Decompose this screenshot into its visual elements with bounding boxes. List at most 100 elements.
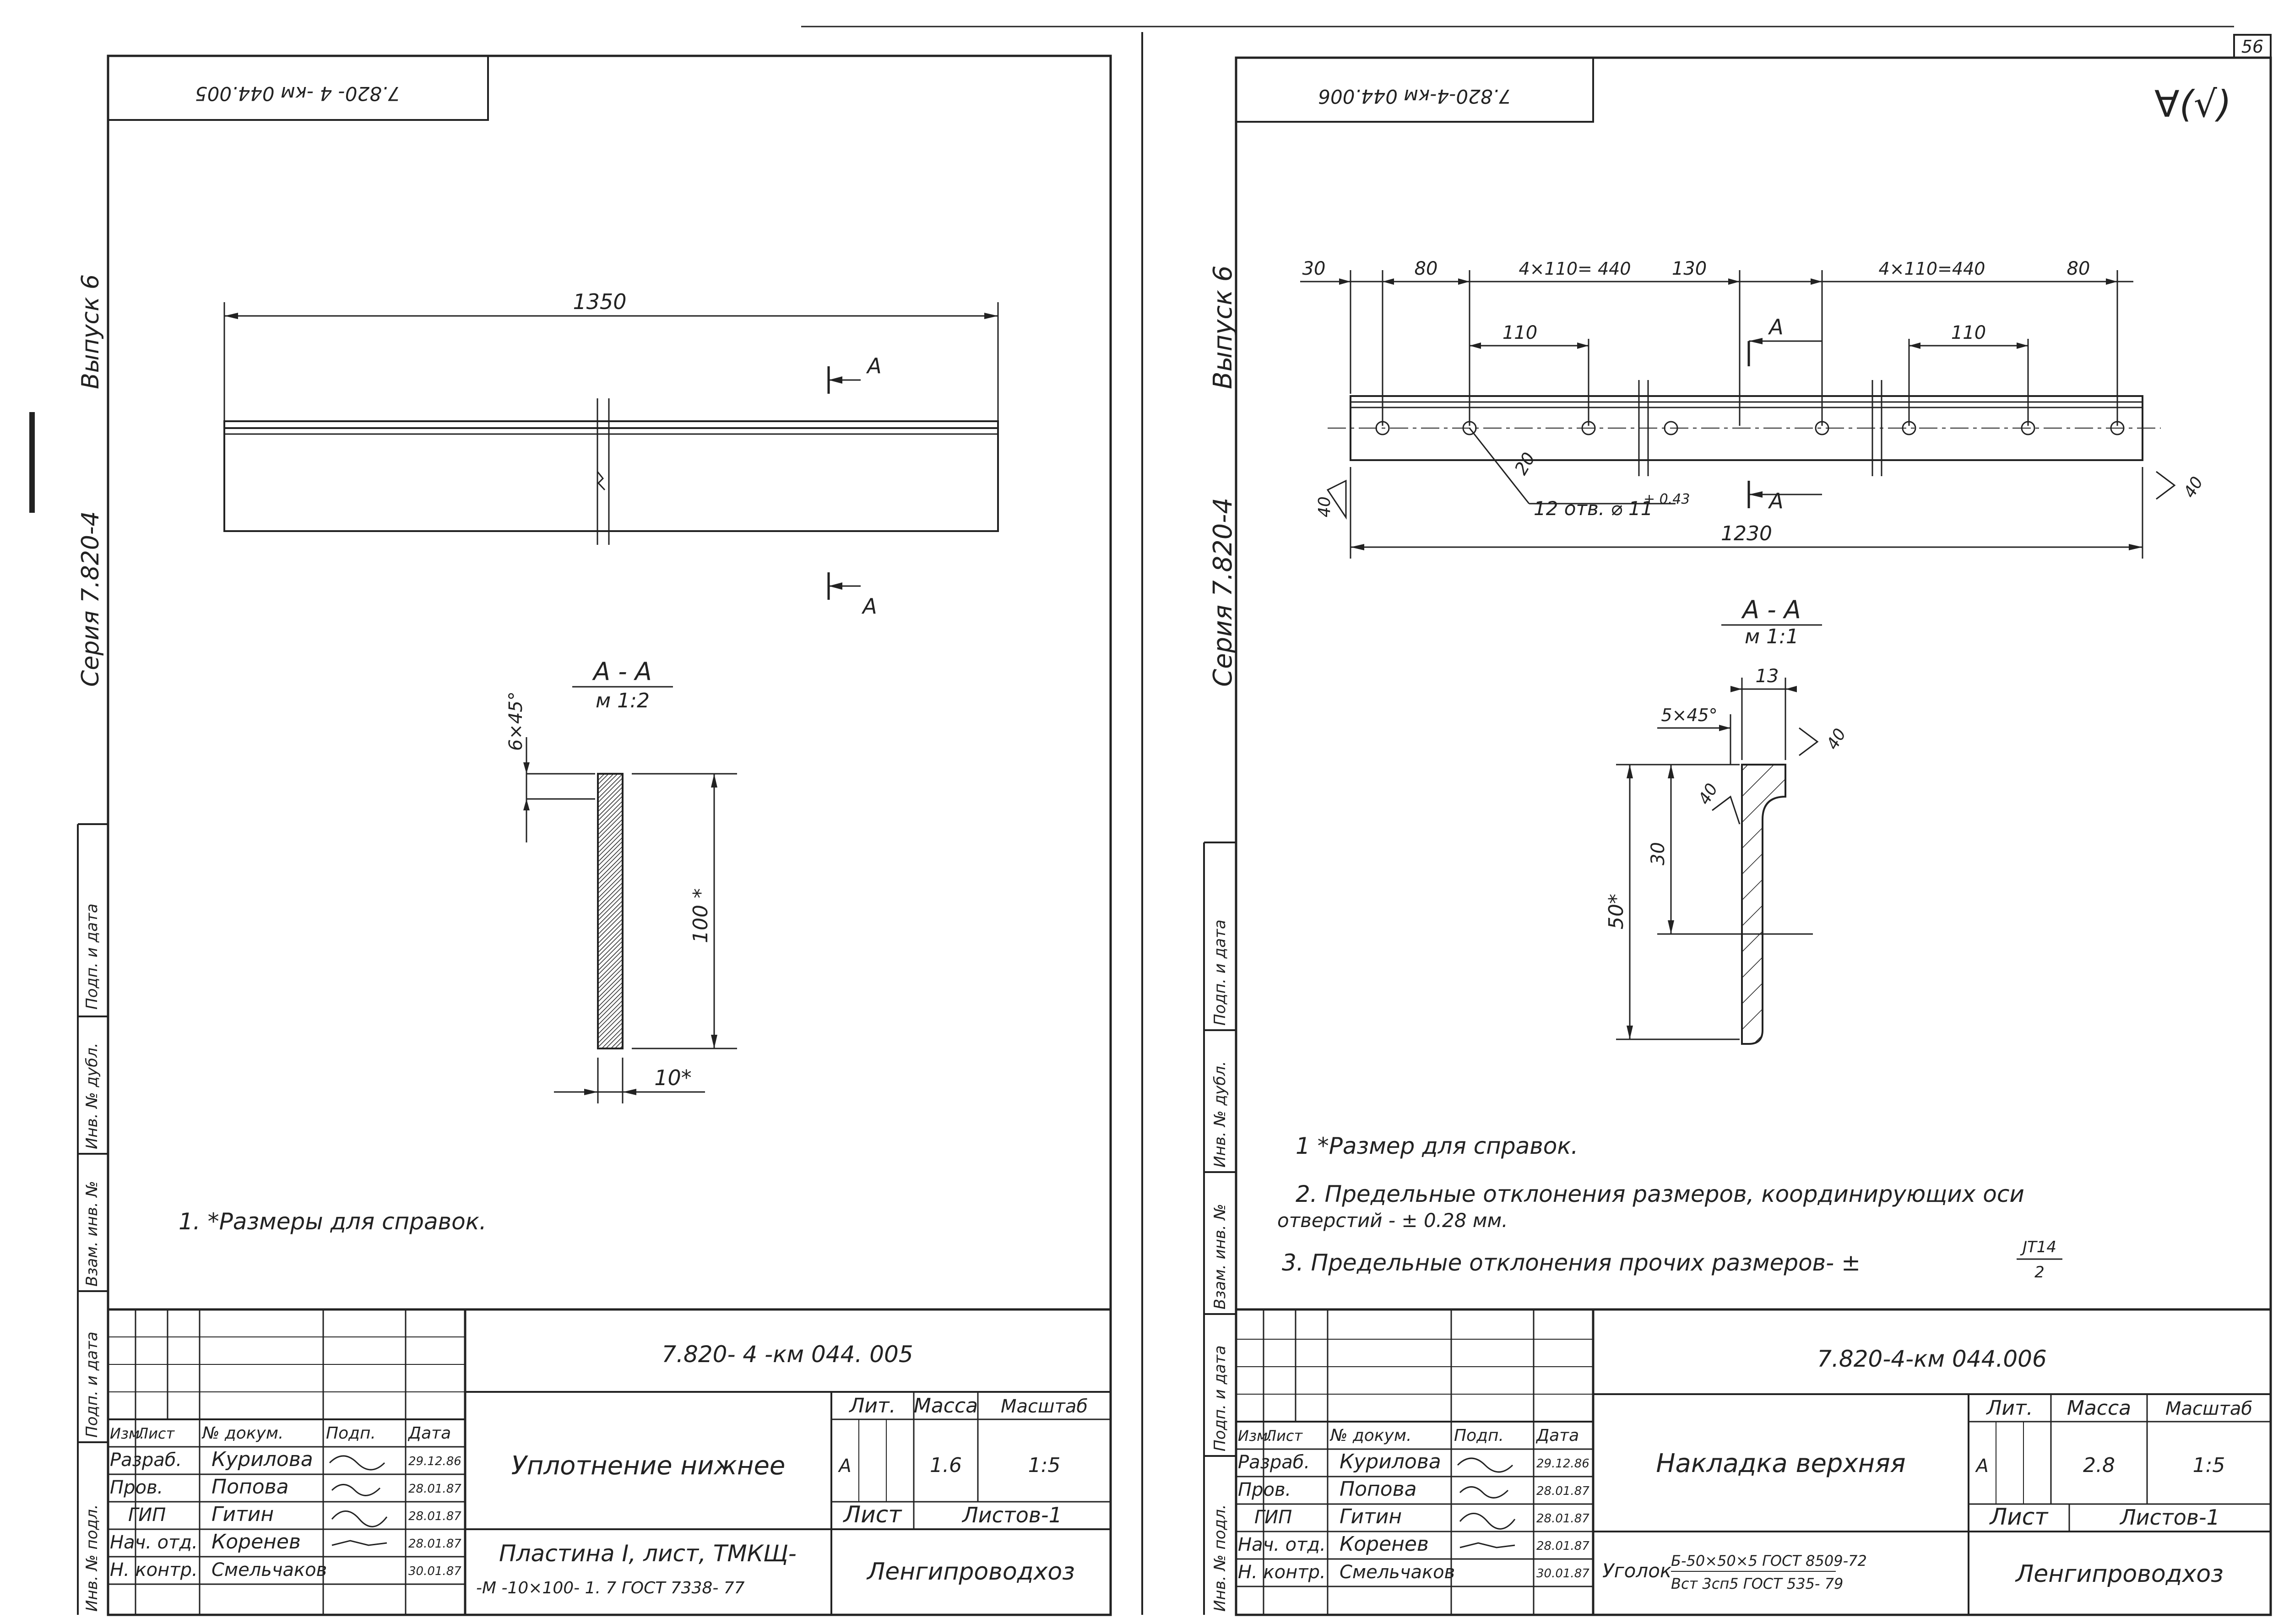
right-plan-view: 30 80 4×110= 440 130 4×110=440 80 110 11…: [1300, 258, 2207, 559]
left-scale: 1:5: [1028, 1454, 1061, 1477]
left-title-name: Уплотнение нижнее: [511, 1451, 786, 1481]
dim-110a: 110: [1502, 322, 1537, 343]
right-date-3: 28.01.87: [1536, 1512, 1589, 1526]
dim-440b: 4×110=440: [1879, 259, 1985, 279]
dim-80b: 80: [2067, 258, 2090, 279]
left-date-4: 28.01.87: [408, 1537, 461, 1551]
left-sheet-label: Лист: [843, 1501, 903, 1528]
right-scale-label: Масштаб: [2165, 1398, 2252, 1419]
right-name-5: Смельчаков: [1340, 1562, 1455, 1583]
left-material-1: Пластина I, лист, ТМКЩ-: [499, 1540, 797, 1567]
dim-30: 30: [1302, 258, 1326, 279]
right-material-1: Б-50×50×5 ГОСТ 8509-72: [1671, 1552, 1867, 1570]
left-title-block: Изм. Лист № докум. Подп. Дата Разраб. Пр…: [108, 1308, 1111, 1615]
dim-40b: 40: [2180, 473, 2207, 501]
right-col-doc: № докум.: [1329, 1426, 1411, 1445]
left-section-title: А - А: [592, 657, 652, 686]
right-note-3-frac-bottom: 2: [2034, 1263, 2045, 1282]
right-sidebar: Подп. и дата Инв. № дубл. Взам. инв. № П…: [1203, 842, 1236, 1615]
right-col-izm: Изм.: [1238, 1427, 1272, 1445]
right-lit-value: А: [1974, 1456, 1988, 1477]
left-scale-label: Масштаб: [1001, 1396, 1088, 1417]
left-chamfer: 6×45°: [505, 691, 526, 751]
right-corner-mark: ∀(√): [2154, 83, 2231, 125]
right-sidebar-label-5: Инв. № подл.: [1211, 1504, 1229, 1612]
left-date-1: 29.12.86: [408, 1455, 461, 1468]
left-sheets-label: Листов-1: [961, 1503, 1062, 1527]
right-mass-label: Масса: [2067, 1396, 2131, 1420]
right-role-5: Н. контр.: [1238, 1562, 1326, 1583]
right-role-4: Нач. отд.: [1238, 1534, 1326, 1555]
dim-80a: 80: [1415, 258, 1438, 279]
left-role-3: ГИП: [128, 1505, 166, 1526]
right-frame: [1235, 56, 2272, 1616]
left-name-1: Курилова: [212, 1448, 313, 1471]
dim-440a: 4×110= 440: [1519, 259, 1631, 279]
right-col-date: Дата: [1535, 1426, 1579, 1445]
left-plan-view: 1350 А А: [223, 289, 999, 619]
dim-20: 20: [1511, 449, 1539, 478]
right-doc-code: 7.820-4-км 044.006: [1817, 1346, 2047, 1372]
dim-40a: 40: [1315, 496, 1334, 517]
left-section-view: А - А м 1:2 6×45° 100 * 10*: [505, 657, 737, 1103]
right-org: Ленгипроводхоз: [2015, 1560, 2224, 1588]
right-name-3: Гитин: [1340, 1505, 1402, 1528]
dim-110b: 110: [1951, 322, 1986, 343]
left-lit-label: Лит.: [848, 1394, 895, 1418]
left-name-3: Гитин: [212, 1503, 274, 1526]
right-material-2: Вст 3сп5 ГОСТ 535- 79: [1671, 1575, 1843, 1592]
left-signatures: [329, 1455, 388, 1546]
right-section-view: А - А м 1:1 13 5×45° 40 40 30: [1605, 595, 1850, 1045]
dim-50: 50*: [1605, 894, 1628, 929]
right-role-1: Разраб.: [1238, 1452, 1310, 1473]
right-date-2: 28.01.87: [1536, 1484, 1589, 1498]
dim-30-section: 30: [1648, 842, 1669, 865]
left-sidebar-label-4: Подп. и дата: [83, 1331, 101, 1438]
left-note-1: 1. *Размеры для справок.: [179, 1208, 487, 1235]
left-issue-label: Выпуск 6: [77, 274, 104, 389]
left-role-1: Разраб.: [110, 1450, 182, 1471]
right-date-1: 29.12.86: [1536, 1457, 1589, 1471]
left-date-5: 30.01.87: [408, 1564, 461, 1578]
right-chamfer: 5×45°: [1661, 705, 1717, 725]
left-sidebar-label-5: Инв. № подл.: [83, 1504, 101, 1612]
left-col-doc: № докум.: [201, 1424, 283, 1443]
right-note-1: 1 *Размер для справок.: [1296, 1133, 1578, 1159]
left-code-stamp-box: [107, 55, 489, 121]
right-note-3-frac-top: JT14: [2020, 1238, 2056, 1256]
left-material-2: -М -10×100- 1. 7 ГОСТ 7338- 77: [476, 1579, 745, 1597]
left-mass-label: Масса: [914, 1394, 978, 1418]
right-signatures: [1457, 1457, 1516, 1548]
dim-1350: 1350: [573, 289, 626, 314]
right-code-stamp: 7.820-4-км 044.006: [1318, 85, 1511, 108]
left-mass: 1.6: [930, 1454, 962, 1477]
right-date-5: 30.01.87: [1536, 1567, 1589, 1581]
dim-40d: 40: [1695, 780, 1721, 808]
left-name-2: Попова: [212, 1475, 289, 1499]
left-sidebar-label-3: Взам. инв. №: [83, 1181, 101, 1287]
right-lit-label: Лит.: [1985, 1396, 2033, 1420]
right-sheet: 7.820-4-км 044.006 ∀(√) Серия 7.820-4 Вы…: [1141, 32, 2272, 1616]
right-role-2: Пров.: [1238, 1479, 1291, 1500]
left-role-5: Н. контр.: [110, 1559, 198, 1581]
holes-tolerance: + 0.43: [1644, 491, 1690, 507]
left-col-list: Лист: [137, 1425, 175, 1442]
left-name-5: Смельчаков: [212, 1559, 327, 1581]
left-dim-10: 10*: [654, 1065, 692, 1090]
right-sidebar-label-4: Подп. и дата: [1211, 1345, 1229, 1451]
left-org: Ленгипроводхоз: [866, 1558, 1075, 1586]
left-frame: [107, 54, 1112, 1616]
left-series-label: Серия 7.820-4: [77, 511, 104, 687]
right-material-label: Уголок: [1602, 1559, 1672, 1582]
left-code-stamp: 7.820- 4 -км 044.005: [195, 82, 400, 105]
left-name-4: Коренев: [212, 1530, 301, 1553]
right-scale: 1:5: [2193, 1454, 2225, 1477]
left-role-2: Пров.: [110, 1477, 163, 1498]
dim-130: 130: [1672, 258, 1707, 279]
right-sheets-label: Листов-1: [2119, 1505, 2220, 1530]
right-sidebar-label-3: Взам. инв. №: [1211, 1204, 1229, 1309]
right-series-label: Серия 7.820-4: [1208, 498, 1238, 687]
dim-13: 13: [1756, 666, 1779, 687]
left-col-izm: Изм.: [110, 1425, 144, 1442]
